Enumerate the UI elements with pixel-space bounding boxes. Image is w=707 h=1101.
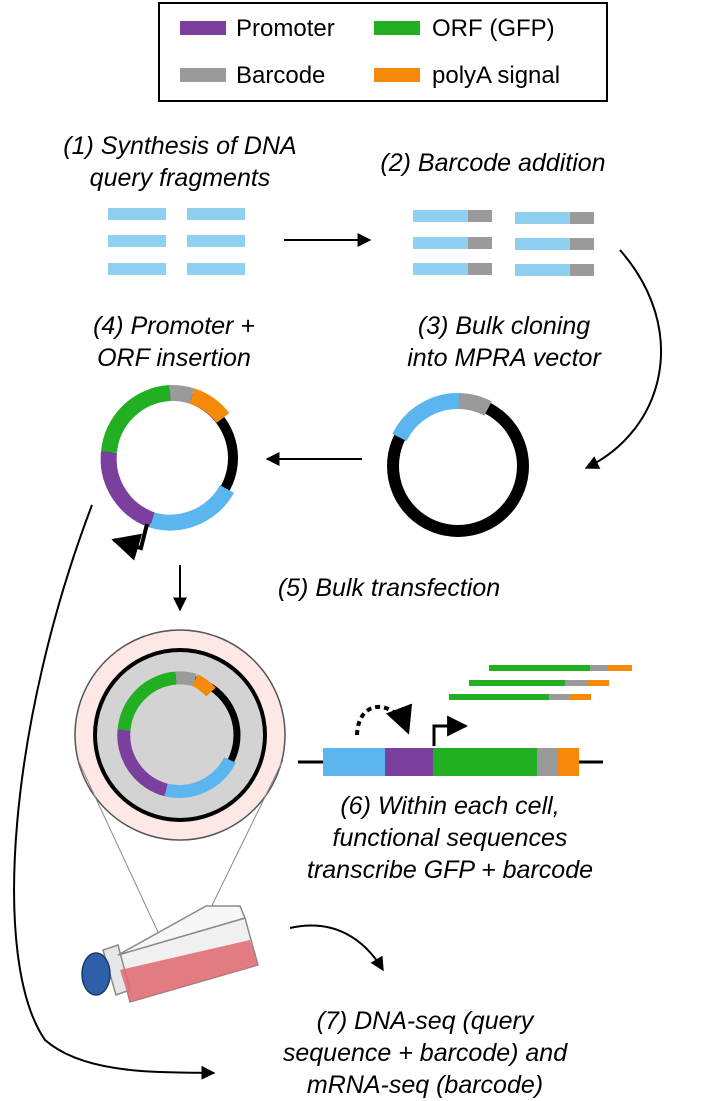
step5-line1: (5) Bulk transfection [277, 574, 501, 602]
legend-swatch-orf [374, 21, 420, 35]
legend-label-orf: ORF (GFP) [432, 15, 555, 42]
legend-label-promoter: Promoter [236, 15, 335, 42]
fragment [108, 235, 166, 247]
legend: Promoter ORF (GFP) Barcode polyA signal [158, 2, 608, 102]
barcoded-fragments [413, 210, 594, 276]
step7-line1: (7) DNA-seq (query [316, 1007, 534, 1035]
step2-label: (2) Barcode addition [352, 147, 634, 179]
construct-polya-segment [189, 388, 230, 424]
legend-swatch-barcode [180, 68, 226, 82]
transcript [449, 694, 591, 700]
step6-line1: (6) Within each cell, [340, 792, 560, 820]
linear-barcode-segment [537, 748, 557, 776]
step6-line3: transcribe GFP + barcode [306, 856, 593, 884]
barcoded-fragment [515, 212, 594, 224]
step4-line1: (4) Promoter + [93, 312, 255, 340]
step4-label: (4) Promoter + ORF insertion [56, 310, 292, 374]
flask-top [117, 905, 247, 956]
linear-promoter-segment [385, 748, 433, 776]
step2-line1: (2) Barcode addition [380, 149, 606, 177]
arrow-step4-to-sequencing [13, 504, 216, 1080]
linear-orf-segment [433, 748, 537, 776]
step3-label: (3) Bulk cloning into MPRA vector [376, 310, 632, 374]
barcoded-fragment [413, 263, 492, 275]
barcoded-fragment [515, 264, 594, 276]
mrna-transcripts [449, 665, 632, 700]
transcription-start-arrow-icon [432, 715, 469, 746]
legend-label-polya: polyA signal [432, 62, 561, 89]
step4-line2: ORF insertion [97, 344, 251, 372]
arrow-step2-to-step3 [584, 249, 662, 469]
step3-line1: (3) Bulk cloning [417, 312, 591, 340]
barcoded-fragment [413, 237, 492, 249]
legend-label-barcode: Barcode [236, 62, 326, 89]
step7-label: (7) DNA-seq (query sequence + barcode) a… [240, 1005, 610, 1101]
legend-swatch-polya [374, 68, 420, 82]
step1-line2: query fragments [89, 164, 271, 192]
linear-polya-segment [557, 748, 579, 776]
linear-query-segment [323, 748, 385, 776]
arrow-flask-to-step7 [289, 924, 384, 972]
step7-line2: sequence + barcode) and [282, 1039, 568, 1067]
step5-label: (5) Bulk transfection [246, 572, 532, 604]
transcript [489, 665, 632, 671]
step1-label: (1) Synthesis of DNA query fragments [30, 130, 330, 194]
transcript [469, 680, 609, 686]
fragment [187, 263, 245, 275]
full-construct [100, 384, 238, 561]
linear-construct [298, 703, 603, 776]
vector-barcode-segment [458, 393, 492, 416]
construct-query-segment [149, 484, 235, 531]
fragment [108, 208, 166, 220]
cell-culture-flask [81, 905, 259, 1003]
fragment [108, 263, 166, 275]
fragment [187, 208, 245, 220]
flask-cap-icon [81, 952, 111, 996]
construct-orf-segment [101, 385, 171, 454]
tss-arrow-icon [111, 523, 149, 561]
step1-line1: (1) Synthesis of DNA [63, 132, 297, 160]
step6-line2: functional sequences [332, 824, 568, 852]
construct-barcode-segment [169, 384, 195, 404]
cell [74, 629, 286, 841]
step7-line3: mRNA-seq (barcode) [306, 1071, 544, 1099]
step3-line2: into MPRA vector [407, 344, 601, 372]
legend-swatch-promoter [180, 21, 226, 35]
step6-label: (6) Within each cell, functional sequenc… [272, 790, 628, 886]
query-fragments [108, 208, 245, 275]
enhancer-interaction-arrow-icon [355, 703, 413, 736]
fragment [187, 235, 245, 247]
construct-promoter-segment [100, 451, 155, 528]
mpra-vector [387, 392, 529, 537]
barcoded-fragment [515, 238, 594, 250]
vector-query-segment [392, 392, 460, 442]
barcoded-fragment [413, 210, 492, 222]
flask-liquid [120, 940, 258, 1002]
